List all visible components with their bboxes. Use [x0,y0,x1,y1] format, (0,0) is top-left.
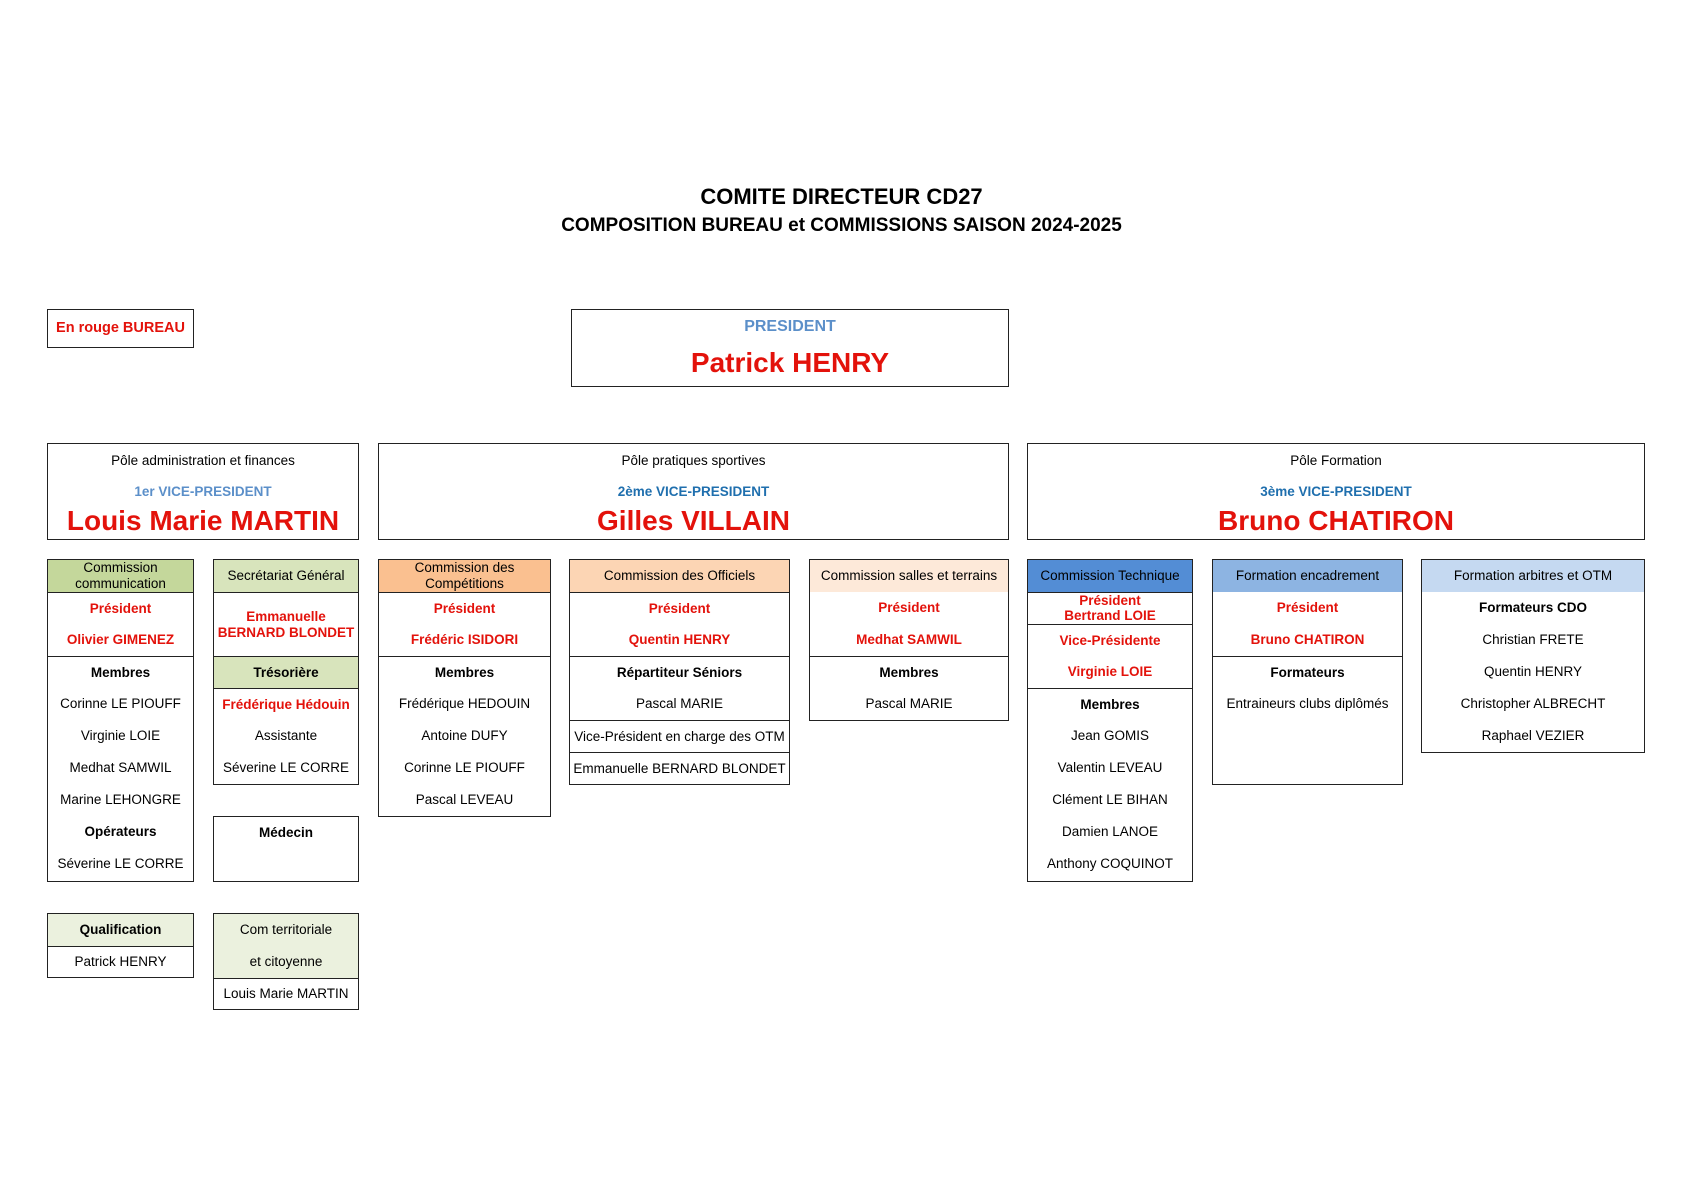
page-title: COMITE DIRECTEUR CD27 [700,184,983,209]
pole-sport-name: Pôle pratiques sportives [621,453,766,468]
competitions-president-label: Président [379,592,550,624]
commission-salles: Commission salles et terrains Président … [809,559,1009,721]
territoriale-header-line2: et citoyenne [214,946,358,978]
salles-header: Commission salles et terrains [810,560,1008,592]
communication-members-label: Membres [48,656,193,688]
encadrement-president: Bruno CHATIRON [1250,632,1365,647]
technique-member: Valentin LEVEAU [1057,760,1163,775]
technique-member: Anthony COQUINOT [1046,856,1174,871]
repartiteur-label: Répartiteur Séniors [570,656,789,688]
qualification-header: Qualification [48,914,193,946]
president-label: PRESIDENT [744,318,836,335]
officiels-president-label: Président [570,592,789,624]
arbitres-member: Raphael VEZIER [1481,728,1585,743]
medecin-label: Médecin [258,825,313,840]
pole-formation-role: 3ème VICE-PRESIDENT [1260,484,1412,499]
pole-formation-person: Bruno CHATIRON [1218,505,1454,536]
arbitres-header: Formation arbitres et OTM [1422,560,1644,592]
pole-formation-name: Pôle Formation [1290,453,1382,468]
arbitres-member: Christian FRETE [1482,632,1584,647]
president-name: Patrick HENRY [690,347,890,378]
technique-president: Bertrand LOIE [1064,608,1156,623]
encadrement-formateurs-label: Formateurs [1213,656,1402,688]
qualification-member: Patrick HENRY [48,946,193,977]
technique-member: Clément LE BIHAN [1052,792,1168,807]
salles-president-label: Président [878,600,940,615]
territoriale-member: Louis Marie MARTIN [214,978,358,1009]
secretariat-header: Secrétariat Général [214,560,358,592]
repartiteur-name: Pascal MARIE [635,696,724,711]
encadrement-header: Formation encadrement [1213,560,1402,592]
secretariat-general: Secrétariat Général Emmanuelle BERNARD B… [213,559,359,785]
formation-arbitres: Formation arbitres et OTM Formateurs CDO… [1421,559,1645,753]
legend-box: En rouge BUREAU [47,309,194,348]
competitions-header: Commission des Compétitions [379,560,550,592]
communication-operators-label: Opérateurs [84,824,157,839]
salles-president: Medhat SAMWIL [856,632,962,647]
encadrement-formateurs: Entraineurs clubs diplômés [1226,696,1389,711]
communication-president-label: Président [48,592,193,624]
technique-member: Damien LANOE [1061,824,1159,839]
pole-sport-box: Pôle pratiques sportives 2ème VICE-PRESI… [378,443,1009,540]
salles-member: Pascal MARIE [865,696,953,711]
competitions-member: Antoine DUFY [421,728,508,743]
technique-members-label: Membres [1028,688,1192,720]
arbitres-member: Quentin HENRY [1483,664,1583,679]
communication-member: Marine LEHONGRE [60,792,181,807]
legend-text: En rouge BUREAU [56,320,185,336]
tresoriere-label: Trésorière [214,656,358,688]
pole-admin-role: 1er VICE-PRESIDENT [134,484,272,499]
pole-admin-person: Louis Marie MARTIN [66,505,340,536]
qualification-box: Qualification Patrick HENRY [47,913,194,978]
commission-communication: Commission communication Président Olivi… [47,559,194,882]
pole-admin-name: Pôle administration et finances [111,453,295,468]
technique-president-label: Président [1028,592,1192,608]
technique-member: Jean GOMIS [1070,728,1150,743]
commission-competitions: Commission des Compétitions Président Fr… [378,559,551,817]
pole-sport-role: 2ème VICE-PRESIDENT [617,484,770,499]
communication-president: Olivier GIMENEZ [66,632,175,647]
competitions-member: Corinne LE PIOUFF [404,760,525,775]
territoriale-header-line1: Com territoriale [214,914,358,946]
secretariat-president: Emmanuelle BERNARD BLONDET [214,592,358,656]
competitions-president: Frédéric ISIDORI [410,632,519,647]
president-box: PRESIDENT Patrick HENRY [571,309,1009,387]
officiels-president: Quentin HENRY [628,632,731,647]
officiels-vp-label: Vice-Président en charge des OTM [570,720,789,752]
arbitres-member: Christopher ALBRECHT [1460,696,1606,711]
communication-header: Commission communication [48,560,193,592]
technique-vp-label: Vice-Présidente [1028,624,1192,656]
technique-vp: Virginie LOIE [1067,664,1153,679]
pole-admin-box: Pôle administration et finances 1er VICE… [47,443,359,540]
competitions-members-label: Membres [379,656,550,688]
page-subtitle: COMPOSITION BUREAU et COMMISSIONS SAISON… [561,215,1122,236]
pole-sport-person: Gilles VILLAIN [597,505,790,536]
assistante-name: Séverine LE CORRE [222,760,350,775]
salles-members-label: Membres [810,656,1008,688]
competitions-member: Frédérique HEDOUIN [398,696,531,711]
communication-operator: Séverine LE CORRE [57,856,184,871]
medecin-box: Médecin [213,816,359,882]
pole-formation-box: Pôle Formation 3ème VICE-PRESIDENT Bruno… [1027,443,1645,540]
technique-header: Commission Technique [1028,560,1192,592]
territoriale-box: Com territoriale et citoyenne Louis Mari… [213,913,359,1010]
communication-member: Virginie LOIE [80,728,161,743]
formation-encadrement: Formation encadrement Président Bruno CH… [1212,559,1403,785]
officiels-header: Commission des Officiels [570,560,789,592]
commission-officiels: Commission des Officiels Président Quent… [569,559,790,785]
tresoriere-name: Frédérique Hédouin [214,688,358,720]
commission-technique: Commission Technique Président Bertrand … [1027,559,1193,882]
communication-member: Medhat SAMWIL [69,760,172,775]
arbitres-formateurs-label: Formateurs CDO [1478,600,1588,615]
competitions-member: Pascal LEVEAU [415,792,514,807]
officiels-vp-name: Emmanuelle BERNARD BLONDET [570,752,789,784]
assistante-label: Assistante [254,728,318,743]
encadrement-president-label: Président [1276,600,1339,615]
communication-member: Corinne LE PIOUFF [60,696,181,711]
